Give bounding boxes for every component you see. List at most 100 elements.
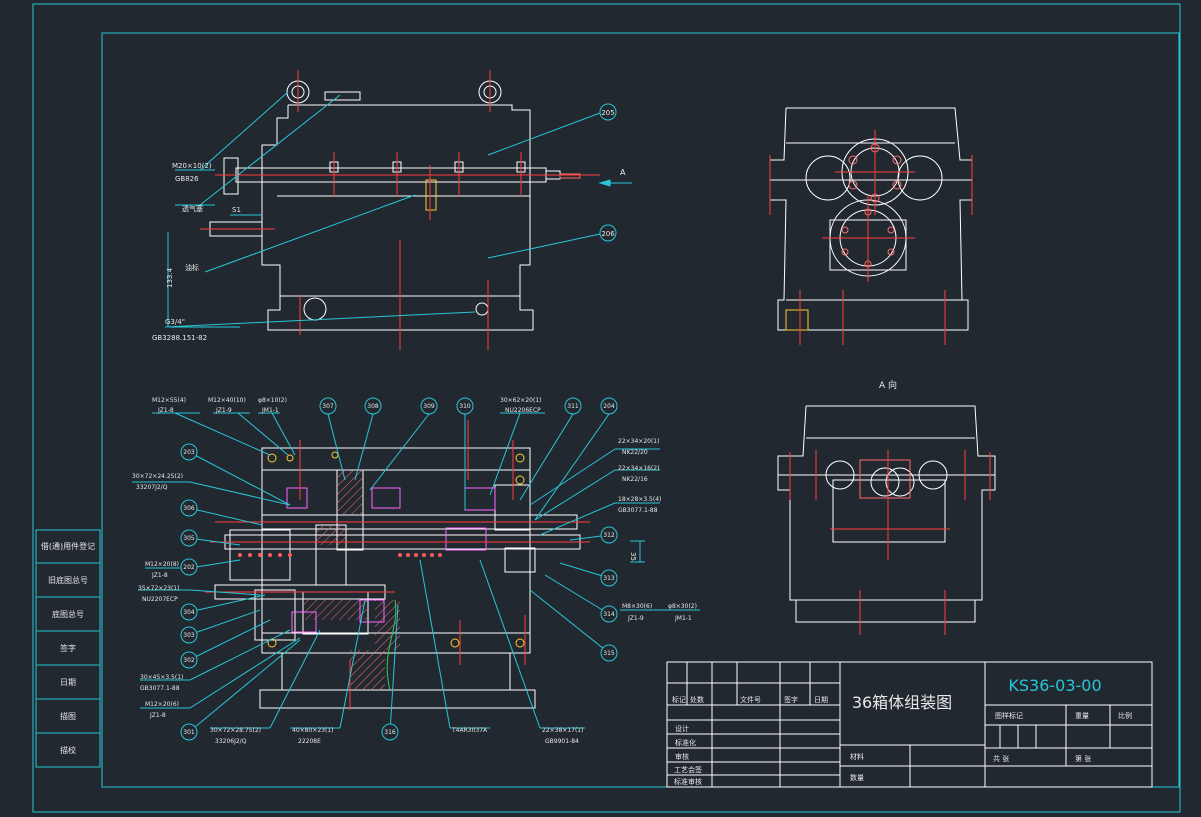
part-label: M12×40(10)	[208, 397, 246, 404]
part-label: JZ1-9	[215, 407, 232, 414]
section-balloons	[180, 397, 618, 741]
title-block	[666, 661, 1153, 788]
part-label: 30×72×28.75(2)	[210, 727, 261, 734]
side-view-bolts	[841, 143, 902, 268]
balloon-304: 304	[183, 609, 195, 616]
part-label: GB9901-84	[545, 738, 579, 745]
view-a-centerlines	[789, 450, 991, 635]
balloon-311: 311	[567, 403, 579, 410]
part-label: GB3077.1-88	[618, 507, 658, 514]
part-label: JZ1-8	[157, 407, 174, 414]
part-label: M12×20(8)	[145, 561, 179, 568]
strip-label: 底图总号	[52, 609, 84, 619]
left-strip	[35, 529, 101, 768]
front-balloons	[599, 103, 617, 242]
drawing-border	[32, 3, 1181, 813]
balloon-203: 203	[183, 449, 195, 456]
balloon-302: 302	[183, 657, 195, 664]
part-label: 30×45×3.5(1)	[140, 674, 183, 681]
section-labels: M12×55(4) JZ1-8 M12×40(10) JZ1-9 φ8×10(2…	[132, 397, 697, 745]
rev-header: 日期	[814, 696, 828, 704]
part-label: JM1-1	[674, 615, 692, 622]
role-label: 标准审核	[674, 777, 702, 786]
dim-label: 133.4	[166, 267, 174, 288]
rev-header: 文件号	[740, 695, 761, 704]
part-label: φ8×30(2)	[668, 603, 697, 610]
balloon-301: 301	[183, 729, 195, 736]
front-view	[209, 80, 581, 331]
part-label: 40×80×23(1)	[292, 727, 333, 734]
balloon-204: 204	[603, 403, 615, 410]
strip-label: 旧底图总号	[48, 575, 88, 585]
part-label: NU2207ECP	[142, 596, 178, 603]
part-label: 30×72×24.25(2)	[132, 473, 183, 480]
label: M20×10(2)	[172, 162, 212, 170]
part-label: M12×55(4)	[152, 397, 186, 404]
part-label: JM1-1	[261, 407, 279, 414]
section-rollers	[238, 553, 442, 557]
part-label: 18×28×3.5(4)	[618, 496, 661, 503]
front-view-centerlines	[200, 70, 600, 350]
part-label: M8×30(6)	[622, 603, 652, 610]
balloon-205: 205	[601, 109, 614, 117]
section-leaders	[132, 412, 700, 733]
part-label: 30×62×20(1)	[500, 397, 541, 404]
strip-label: 描图	[60, 711, 76, 721]
label: 油标	[185, 263, 199, 272]
balloon-313: 313	[603, 575, 615, 582]
balloon-303: 303	[183, 632, 195, 639]
field-label: 第 张	[1075, 754, 1091, 763]
part-label: JZ1-9	[627, 615, 644, 622]
rev-header: 标记	[672, 695, 686, 704]
drawing-title: 36箱体组装图	[852, 693, 952, 712]
label: GB3288.151-82	[152, 334, 207, 342]
balloon-202: 202	[183, 564, 195, 571]
label: G3/4"	[165, 318, 185, 326]
view-a	[777, 405, 996, 623]
section-view	[214, 447, 581, 709]
part-label: JZ1-8	[149, 712, 166, 719]
section-centerlines	[205, 420, 590, 710]
part-label: 22×34×20(1)	[618, 438, 659, 445]
balloon-206: 206	[601, 230, 615, 238]
part-label: 22×34×16(2)	[618, 465, 659, 472]
balloon-316: 316	[384, 729, 396, 736]
field-label: 材料	[850, 752, 864, 761]
arrow-a-label: A	[620, 168, 626, 177]
balloon-309: 309	[423, 403, 435, 410]
part-label: 33206J2/Q	[215, 738, 247, 745]
role-label: 审核	[675, 752, 689, 761]
role-label: 工艺会签	[674, 765, 702, 774]
part-label: NU2206ECP	[505, 407, 541, 414]
dim-35	[630, 540, 645, 563]
view-a-title: A 向	[879, 379, 897, 391]
balloon-314: 314	[603, 611, 615, 618]
part-label: 33207J2/Q	[136, 484, 168, 491]
role-label: 设计	[675, 724, 689, 733]
balloon-312: 312	[603, 532, 615, 539]
part-label: T4AR3037A	[451, 727, 488, 734]
view-a-arrow	[598, 179, 632, 187]
front-labels: M20×10(2) GB826 透气塞 S1 油标 G3/4" GB3288.1…	[152, 162, 241, 342]
balloon-305: 305	[183, 535, 195, 542]
part-label: 22208E	[298, 738, 321, 745]
balloon-307: 307	[322, 403, 334, 410]
field-label: 数量	[850, 773, 864, 782]
left-strip-labels: 借(通)用件登记 旧底图总号 底图总号 签字 日期 描图 描校	[41, 541, 95, 755]
part-label: 35×72×23(1)	[138, 585, 179, 592]
field-label: 共 张	[993, 754, 1009, 763]
strip-label: 签字	[60, 643, 76, 653]
label: GB826	[175, 175, 199, 183]
part-label: NK22/16	[622, 476, 648, 483]
title-block-labels: 标记 处数 文件号 签字 日期 设计 标准化 审核 工艺会签 标准审核 图样标记…	[672, 695, 1132, 786]
rev-header: 处数	[690, 695, 704, 704]
drawing-number: KS36-03-00	[1008, 676, 1101, 695]
section-hatch	[303, 470, 400, 690]
section-balloon-numbers: 307 308 309 310 311 204 203 306 305 202 …	[183, 403, 615, 736]
section-bolts	[267, 451, 525, 648]
dim-label: S1	[232, 206, 241, 214]
break-line	[386, 599, 397, 691]
side-view-centerlines	[769, 130, 973, 345]
part-label: NK22/20	[622, 449, 648, 456]
